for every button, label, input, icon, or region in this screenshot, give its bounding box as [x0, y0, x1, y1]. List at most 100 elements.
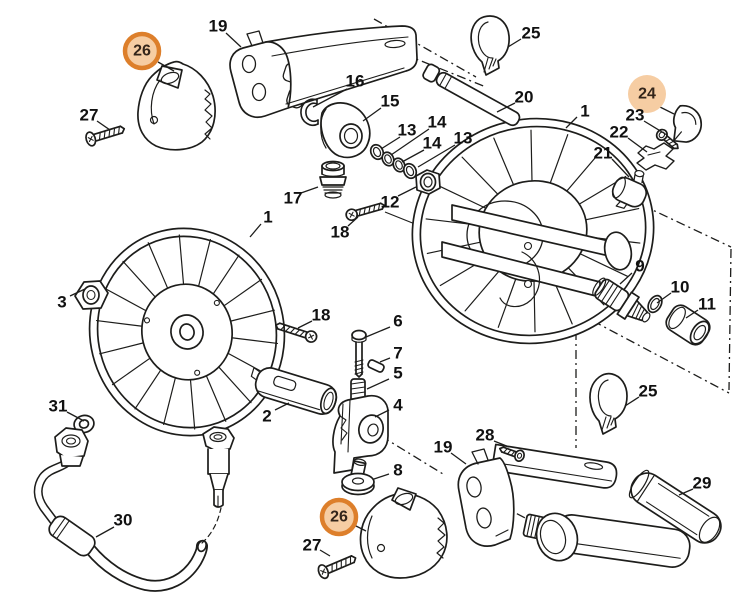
part-label-5: 5: [393, 364, 402, 383]
leader-line-6: [365, 326, 391, 338]
part-washer-8: [341, 458, 375, 496]
part-label-2: 2: [262, 407, 271, 426]
hose-link-dashed: [201, 507, 222, 544]
highlight-badge-26: [122, 31, 162, 71]
leader-line-11: [685, 309, 699, 319]
leader-line-1: [249, 223, 262, 238]
part-nut-3: [74, 280, 109, 310]
part-coupling-11: [665, 304, 711, 346]
part-roller-15: [320, 102, 371, 159]
part-label-20: 20: [515, 88, 534, 107]
part-label-22: 22: [610, 123, 629, 142]
leader-line-3: [69, 288, 86, 297]
highlight-badge-26: [319, 497, 359, 537]
part-label-14: 14: [428, 113, 447, 132]
part-label-4: 4: [393, 396, 403, 415]
part-clamp-22: [636, 142, 675, 171]
part-label-1: 1: [580, 102, 589, 121]
part-fitting-17: [319, 160, 347, 199]
part-label-12: 12: [381, 193, 400, 212]
part-label-26: 26: [133, 43, 151, 60]
part-nut-12: [415, 169, 441, 195]
part-bolt-6: [351, 329, 367, 378]
part-cap-24: [672, 104, 703, 143]
part-label-11: 11: [698, 295, 716, 314]
leader-line-2: [274, 402, 290, 411]
part-label-7: 7: [393, 344, 402, 363]
part-screw-27-top: [85, 125, 126, 147]
leader-line-15: [362, 107, 382, 122]
leader-line-8: [373, 473, 390, 480]
leader-line-22: [627, 137, 648, 153]
part-label-19: 19: [434, 438, 453, 457]
part-label-28: 28: [476, 426, 495, 445]
part-fin-25-bottom: [589, 372, 628, 435]
leader-line-20: [496, 102, 516, 113]
part-reel-left: [88, 227, 286, 437]
part-label-13: 13: [454, 129, 473, 148]
leader-line-27: [319, 549, 331, 557]
part-hose-30: [33, 426, 235, 592]
leader-line-19: [450, 452, 467, 465]
part-screw-23: [655, 128, 679, 150]
part-label-29: 29: [693, 474, 712, 493]
leader-line-27: [96, 120, 111, 131]
part-label-15: 15: [381, 92, 400, 111]
leader-line-18: [347, 216, 359, 227]
leader-line-19: [225, 32, 242, 48]
part-handle-29: [628, 469, 722, 544]
highlight-badge-24: [628, 75, 666, 113]
leader-line-25: [507, 38, 522, 48]
leader-line-1: [565, 116, 578, 129]
leader-line-23: [643, 120, 668, 136]
part-label-1: 1: [263, 208, 272, 227]
part-housing-4: [332, 394, 389, 474]
part-label-25: 25: [639, 382, 658, 401]
part-screw-27-bottom: [317, 555, 357, 580]
part-label-24: 24: [638, 86, 656, 103]
leader-line-4: [374, 409, 390, 418]
part-oring-10: [647, 294, 663, 314]
leader-line-7: [379, 357, 391, 363]
leader-line-17: [300, 186, 319, 194]
leader-line-14: [401, 149, 425, 163]
leader-line-21: [611, 158, 630, 178]
part-label-26: 26: [330, 509, 348, 526]
part-label-13: 13: [398, 121, 417, 140]
part-screw-28: [498, 446, 525, 462]
leader-lines: [66, 32, 699, 557]
part-label-25: 25: [522, 24, 541, 43]
leader-line-26: [157, 61, 175, 72]
leader-line-14: [390, 128, 430, 156]
part-label-19: 19: [209, 17, 228, 36]
part-valve-9: [592, 277, 651, 323]
part-label-18: 18: [312, 306, 331, 325]
leader-line-28: [493, 440, 510, 448]
part-drum-bottom: [522, 512, 691, 568]
part-roller-21: [611, 169, 648, 209]
part-screw-18-upper: [345, 202, 386, 222]
part-label-16: 16: [346, 72, 365, 91]
leader-line-29: [678, 488, 694, 496]
part-label-8: 8: [393, 461, 402, 480]
part-label-27: 27: [303, 536, 322, 555]
leader-line-16: [312, 88, 348, 108]
leader-line-30: [95, 526, 115, 538]
leader-line-9: [619, 272, 633, 285]
part-cylinder-2: [250, 367, 338, 415]
part-cover-26-top: [137, 60, 216, 151]
part-arm-19-top: [229, 25, 418, 119]
part-label-17: 17: [284, 189, 303, 208]
leader-line-5: [366, 378, 390, 390]
part-orings-13-14: [369, 143, 418, 180]
part-pin-7: [367, 359, 385, 373]
part-label-27: 27: [80, 106, 99, 125]
leader-line-18: [297, 320, 313, 329]
part-label-23: 23: [626, 106, 645, 125]
part-clip-16: [300, 98, 319, 127]
part-oring-31: [73, 414, 95, 434]
part-fin-25-top: [470, 15, 510, 76]
